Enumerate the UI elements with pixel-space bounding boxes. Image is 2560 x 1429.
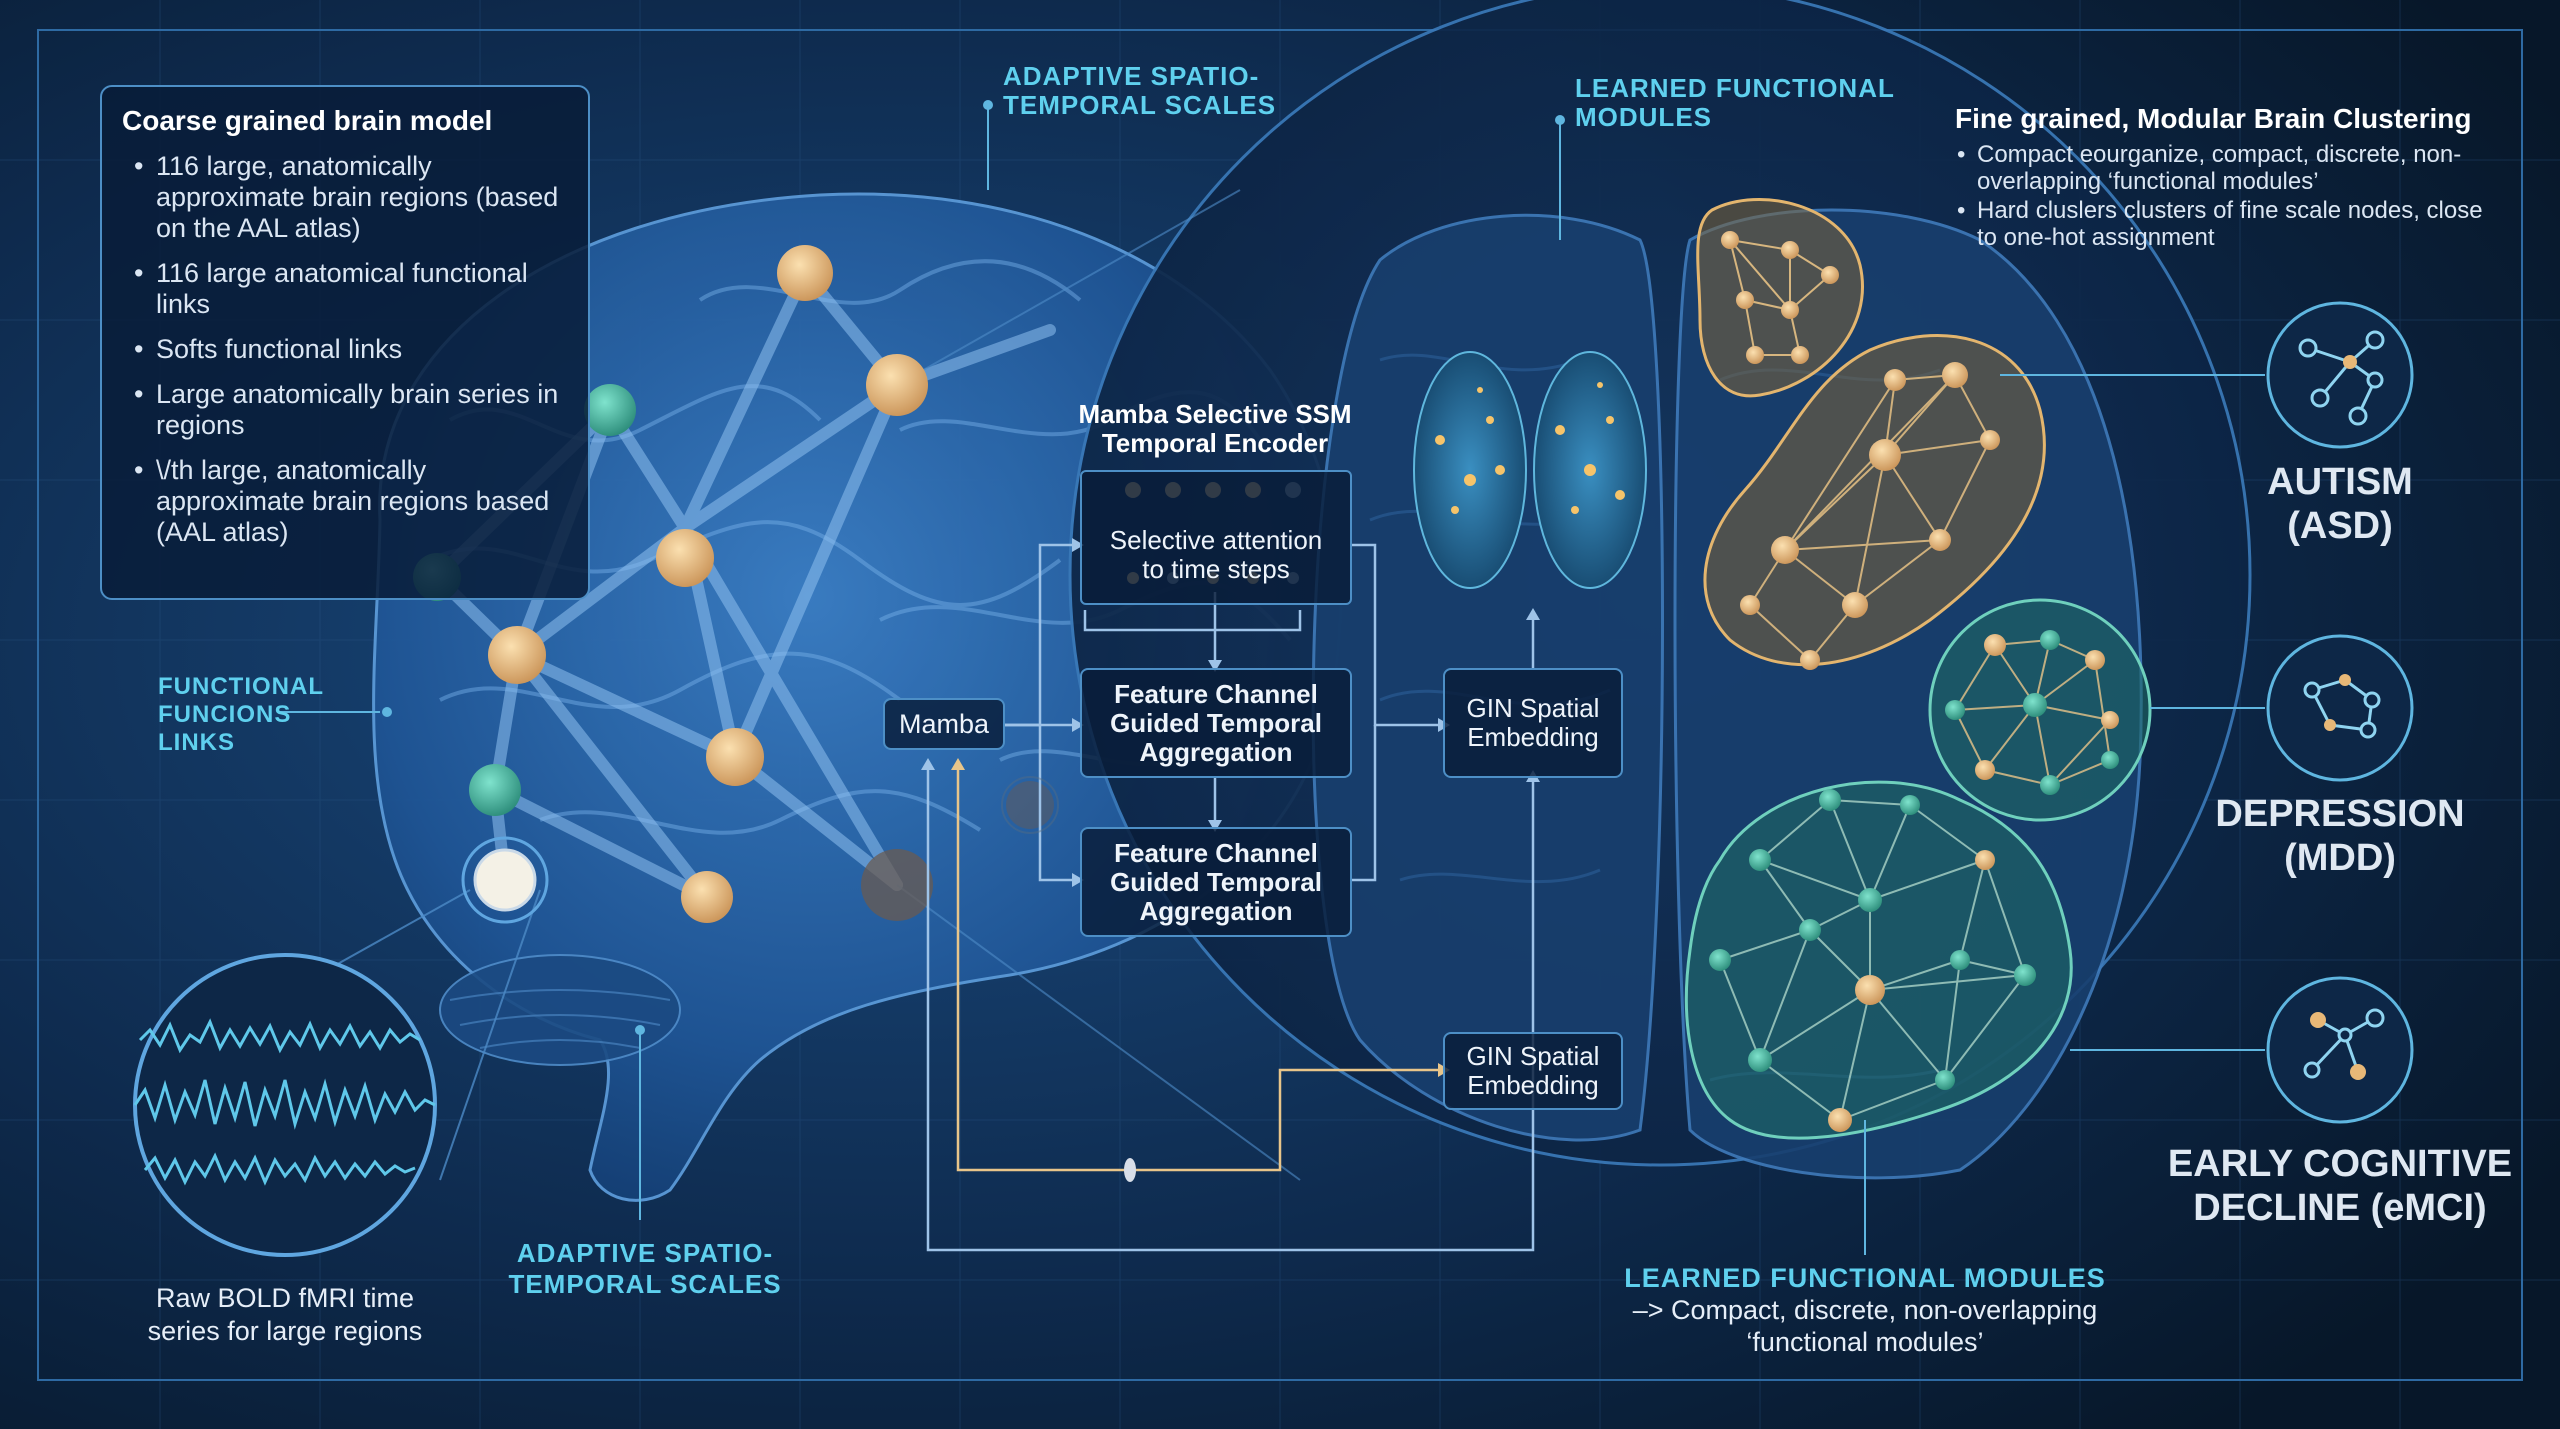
encoder-title: Mamba Selective SSM Temporal Encoder: [1060, 400, 1370, 458]
coarse-item: 116 large anatomical functional links: [122, 258, 568, 320]
outcome-depression: DEPRESSION(MDD): [2180, 792, 2500, 880]
raw-bold-caption: Raw BOLD fMRI time series for large regi…: [130, 1282, 440, 1348]
gin-box-2: GIN Spatial Embedding: [1443, 1032, 1623, 1110]
fine-item: Hard cluslers clusters of fine scale nod…: [1955, 197, 2485, 251]
cluster-3: [1930, 600, 2150, 820]
coarse-model-panel: Coarse grained brain model 116 large, an…: [100, 85, 590, 600]
fine-item: Compact eourganize, compact, discrete, n…: [1955, 141, 2485, 195]
mamba-box: Mamba: [883, 698, 1005, 750]
coarse-item: Softs functional links: [122, 334, 568, 365]
functional-links-label: FUNCTIONAL FUNCIONS LINKS: [158, 673, 358, 757]
fine-panel: Fine grained, Modular Brain Clustering C…: [1955, 103, 2485, 253]
coarse-item: 116 large, anatomically approximate brai…: [122, 151, 568, 244]
aggregation-box-1: Feature Channel Guided Temporal Aggregat…: [1080, 668, 1352, 778]
outcome-icons: [2268, 303, 2412, 1122]
coarse-panel-title: Coarse grained brain model: [122, 105, 568, 137]
coarse-item: Large anatomically brain series in regio…: [122, 379, 568, 441]
outcome-autism: AUTISM(ASD): [2210, 460, 2470, 548]
coarse-item: \/th large, anatomically approximate bra…: [122, 455, 568, 548]
adaptive-scales-label-top: ADAPTIVE SPATIO-TEMPORAL SCALES: [1003, 62, 1293, 120]
adaptive-scales-label-bottom: ADAPTIVE SPATIO-TEMPORAL SCALES: [500, 1238, 790, 1300]
fine-panel-title: Fine grained, Modular Brain Clustering: [1955, 103, 2485, 135]
learned-modules-caption: LEARNED FUNCTIONAL MODULES –> Compact, d…: [1560, 1262, 2170, 1358]
selective-attention-box: Selective attention to time steps: [1080, 470, 1352, 605]
aggregation-box-2: Feature Channel Guided Temporal Aggregat…: [1080, 827, 1352, 937]
gin-box-1: GIN Spatial Embedding: [1443, 668, 1623, 778]
learned-modules-label-top: LEARNED FUNCTIONAL MODULES: [1575, 74, 1895, 132]
